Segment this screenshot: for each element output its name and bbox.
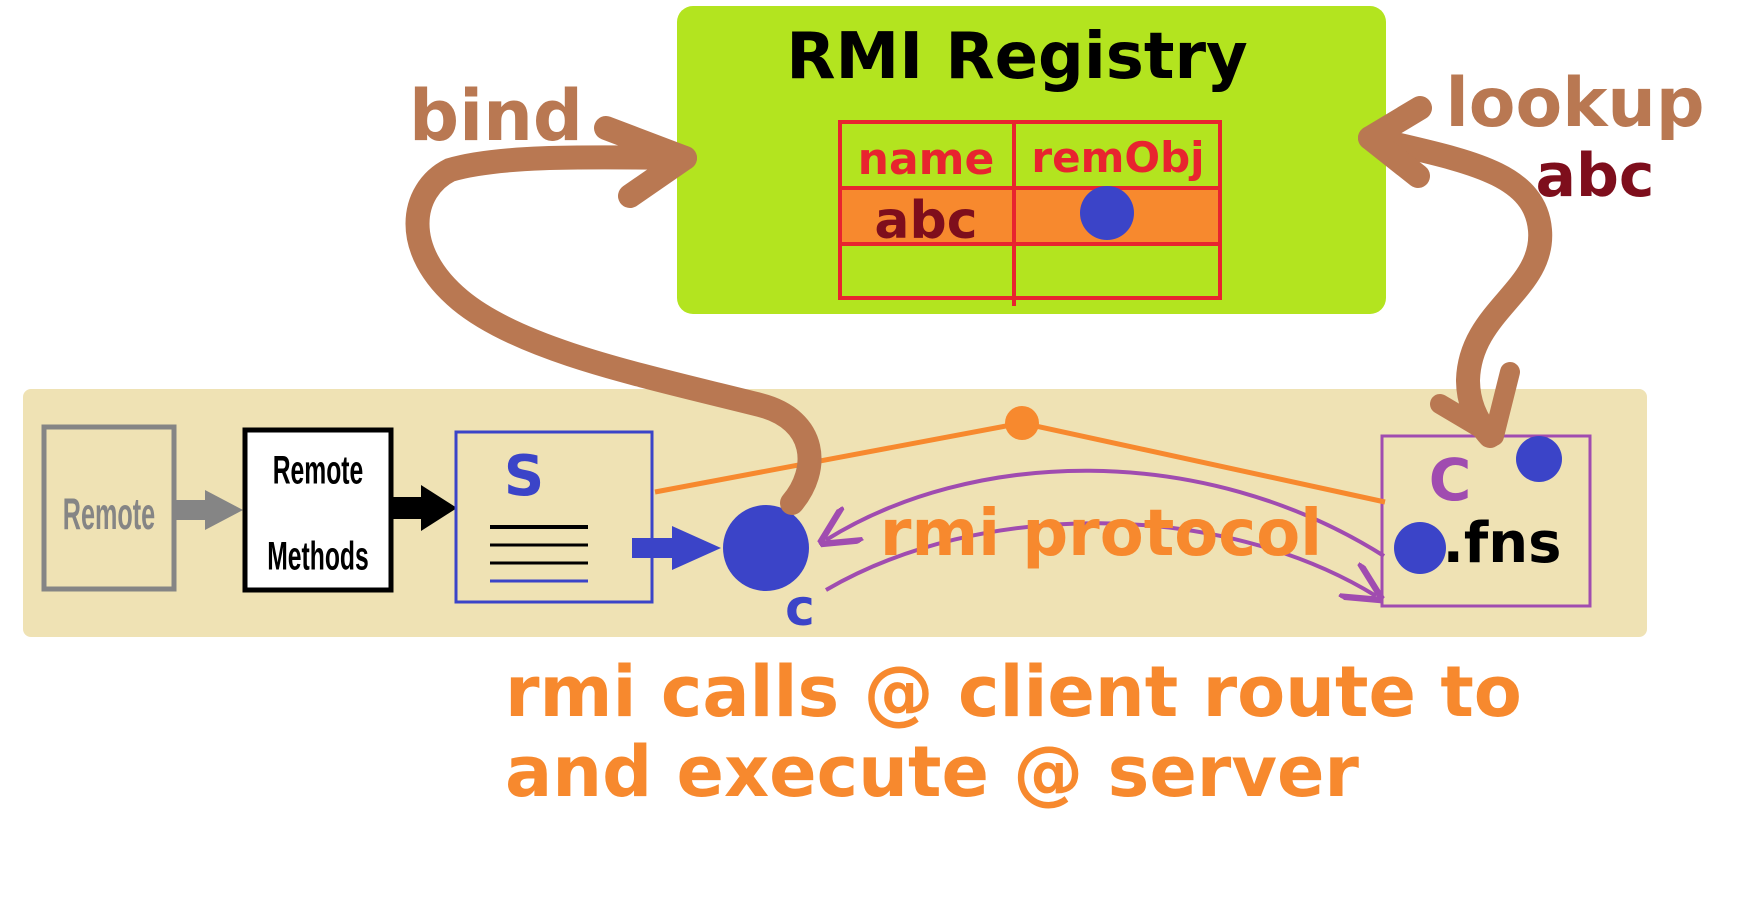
column-header-remobj: remObj	[1031, 133, 1204, 182]
call-arrow-to-client	[824, 521, 1376, 596]
lookup-label: lookup	[1445, 64, 1704, 143]
blue-export-arrow	[632, 526, 721, 570]
registry-title: RMI Registry	[786, 20, 1247, 94]
protocol-label: rmi protocol	[880, 497, 1322, 571]
call-arrow-to-server	[826, 468, 1386, 558]
registry-entry-name: abc	[874, 191, 977, 251]
lookup-name-label: abc	[1535, 141, 1654, 211]
remote-interface-box	[41, 424, 177, 592]
server-label: S	[504, 444, 544, 509]
registry-table: name remObj abc	[838, 120, 1222, 306]
stub-label: c	[785, 579, 815, 637]
bind-arrow	[405, 116, 822, 515]
lookup-arrow	[1358, 96, 1553, 448]
remote-methods-label-line2: Methods	[267, 535, 368, 580]
column-header-name: name	[858, 134, 995, 185]
protocol-line	[654, 406, 1386, 505]
bind-label: bind	[409, 75, 583, 157]
remote-interface-label: Remote	[63, 488, 155, 539]
gray-arrow	[175, 490, 243, 530]
client-fns-label: .fns	[1443, 511, 1562, 576]
remote-methods-box	[242, 427, 394, 593]
server-method-lines	[490, 525, 588, 583]
black-arrow	[393, 485, 457, 531]
client-reference-dot	[1516, 436, 1562, 482]
client-stub-dot	[1394, 522, 1446, 574]
caption-line-2: and execute @ server	[505, 731, 1359, 813]
client-label: C	[1429, 446, 1472, 514]
remote-object-dot	[723, 505, 809, 591]
caption-line-1: rmi calls @ client route to	[505, 651, 1522, 733]
server-box	[454, 430, 654, 604]
registry-entry-object-dot	[1080, 186, 1134, 240]
remote-methods-label-line1: Remote	[273, 449, 364, 494]
